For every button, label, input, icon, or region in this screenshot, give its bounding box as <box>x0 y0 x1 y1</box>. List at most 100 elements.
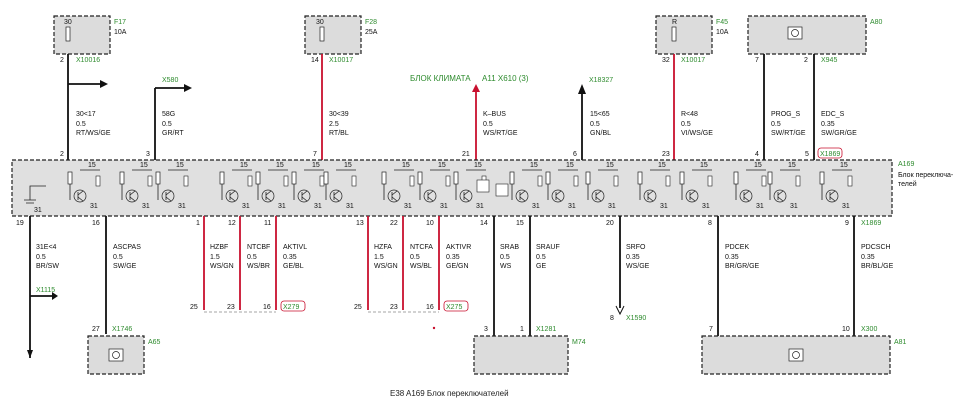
svg-text:31E<4: 31E<4 <box>36 244 57 251</box>
svg-text:GE/GN: GE/GN <box>446 263 469 270</box>
svg-text:GE: GE <box>536 263 546 270</box>
svg-text:BR/GR/GE: BR/GR/GE <box>725 263 760 270</box>
svg-text:12: 12 <box>228 220 236 227</box>
pin-15-label: 15 <box>606 162 614 169</box>
svg-text:8: 8 <box>610 315 614 322</box>
svg-text:X275: X275 <box>446 304 462 311</box>
svg-text:X10017: X10017 <box>681 57 705 64</box>
svg-text:ASCPAS: ASCPAS <box>113 244 141 251</box>
pin-15-label: 15 <box>530 162 538 169</box>
svg-text:A11 X610 (3): A11 X610 (3) <box>482 74 529 83</box>
svg-text:8: 8 <box>708 220 712 227</box>
svg-text:16: 16 <box>426 304 434 311</box>
svg-text:21: 21 <box>462 151 470 158</box>
fuse-f45: R F45 10A <box>655 15 729 55</box>
svg-text:WS/GN: WS/GN <box>210 263 234 270</box>
svg-text:SW/RT/GE: SW/RT/GE <box>771 130 806 137</box>
svg-text:F45: F45 <box>716 19 728 26</box>
svg-text:BR/BL/GE: BR/BL/GE <box>861 263 894 270</box>
svg-text:VI/WS/GE: VI/WS/GE <box>681 130 713 137</box>
ground-symbol <box>24 185 46 204</box>
pin-15-label: 15 <box>474 162 482 169</box>
svg-text:SRFO: SRFO <box>626 244 646 251</box>
svg-text:0.5: 0.5 <box>410 254 420 261</box>
svg-text:0.35: 0.35 <box>861 254 875 261</box>
pin-31-label: 31 <box>90 203 98 210</box>
svg-text:BR/SW: BR/SW <box>36 263 59 270</box>
svg-text:Блок переключа-: Блок переключа- <box>898 172 954 179</box>
svg-text:7: 7 <box>313 151 317 158</box>
svg-text:0.5: 0.5 <box>500 254 510 261</box>
svg-text:7: 7 <box>755 57 759 64</box>
svg-text:0.5: 0.5 <box>681 121 691 128</box>
svg-text:1: 1 <box>196 220 200 227</box>
svg-text:0.5: 0.5 <box>113 254 123 261</box>
svg-text:15: 15 <box>516 220 524 227</box>
pin-31-label: 31 <box>476 203 484 210</box>
svg-text:X1869: X1869 <box>861 220 881 227</box>
svg-text:30: 30 <box>64 19 72 26</box>
svg-text:X18327: X18327 <box>589 77 613 84</box>
svg-text:32: 32 <box>662 57 670 64</box>
svg-text:0.35: 0.35 <box>283 254 297 261</box>
diagram-caption: E38 A169 Блок переключателей <box>390 389 509 398</box>
pin-15-label: 15 <box>566 162 574 169</box>
svg-text:WS/RT/GE: WS/RT/GE <box>483 130 518 137</box>
svg-text:NTCBF: NTCBF <box>247 244 270 251</box>
diagnostic-symbol <box>495 183 509 197</box>
svg-text:F28: F28 <box>365 19 377 26</box>
fuse-f17: 30 F17 10A <box>53 15 127 55</box>
svg-text:23: 23 <box>227 304 235 311</box>
svg-text:R<48: R<48 <box>681 111 698 118</box>
pin-15-label: 15 <box>344 162 352 169</box>
svg-text:X279: X279 <box>283 304 299 311</box>
pin-31-label: 31 <box>842 203 850 210</box>
pin-31-label: 31 <box>608 203 616 210</box>
svg-text:30<39: 30<39 <box>329 111 349 118</box>
pin-15-label: 15 <box>754 162 762 169</box>
svg-text:1.5: 1.5 <box>210 254 220 261</box>
svg-text:2: 2 <box>60 57 64 64</box>
svg-text:2: 2 <box>804 57 808 64</box>
svg-text:5: 5 <box>805 151 809 158</box>
svg-text:HZFA: HZFA <box>374 244 392 251</box>
svg-text:SW/GE: SW/GE <box>113 263 137 270</box>
svg-text:NTCFA: NTCFA <box>410 244 433 251</box>
pin-31-label: 31 <box>404 203 412 210</box>
pin-31-label: 31 <box>660 203 668 210</box>
svg-text:16: 16 <box>263 304 271 311</box>
svg-text:EDC_S: EDC_S <box>821 111 845 118</box>
svg-text:WS/GN: WS/GN <box>374 263 398 270</box>
svg-text:K–BUS: K–BUS <box>483 111 506 118</box>
pin-31-label: 31 <box>568 203 576 210</box>
pin-31-label: 31 <box>178 203 186 210</box>
svg-text:A65: A65 <box>148 339 161 346</box>
pin-15-label: 15 <box>700 162 708 169</box>
svg-text:0.5: 0.5 <box>36 254 46 261</box>
svg-text:0.35: 0.35 <box>725 254 739 261</box>
svg-text:R: R <box>672 19 677 26</box>
svg-text:GN/BL: GN/BL <box>590 130 611 137</box>
svg-text:25A: 25A <box>365 29 378 36</box>
svg-text:WS: WS <box>500 263 512 270</box>
pin-15-label: 15 <box>312 162 320 169</box>
svg-text:PDCEK: PDCEK <box>725 244 749 251</box>
pin-15-label: 15 <box>438 162 446 169</box>
pin-31-label: 31 <box>278 203 286 210</box>
svg-text:SW/GR/GE: SW/GR/GE <box>821 130 857 137</box>
svg-text:0.5: 0.5 <box>536 254 546 261</box>
svg-text:14: 14 <box>480 220 488 227</box>
svg-text:0.5: 0.5 <box>483 121 493 128</box>
svg-text:X580: X580 <box>162 77 178 84</box>
svg-text:0.5: 0.5 <box>590 121 600 128</box>
svg-text:X1869: X1869 <box>820 151 840 158</box>
bottom-wires: 19 31E<4 0.5 BR/SW X1115 16 ASCPAS 0.5 S… <box>16 216 894 358</box>
